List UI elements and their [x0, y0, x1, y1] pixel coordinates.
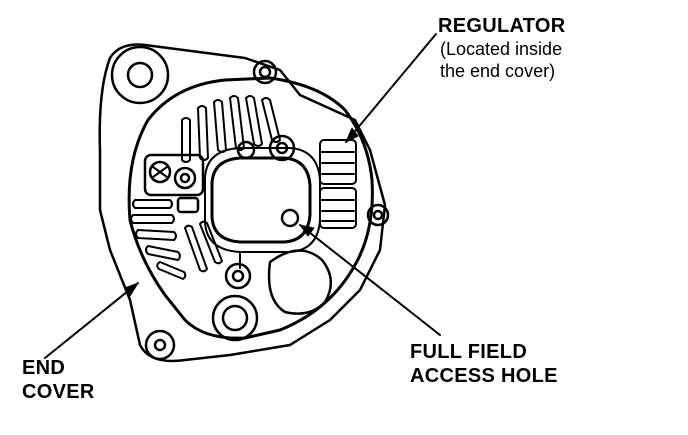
mounting-bracket	[98, 43, 387, 363]
full-field-label-line2: ACCESS HOLE	[410, 365, 558, 387]
mounting-ear-lower-hole	[153, 338, 167, 352]
top-bolt	[252, 59, 278, 85]
cover-bolt-upper	[268, 134, 296, 162]
bearing-boss	[211, 294, 259, 342]
terminal-l	[173, 166, 197, 190]
terminal-block	[143, 153, 205, 197]
mounting-ear-upper-hole	[126, 61, 154, 89]
regulator-note-line2: the end cover)	[440, 61, 556, 81]
end-cover-label-line2: COVER	[22, 381, 95, 403]
end-cover-label-line1: END	[22, 357, 66, 379]
mounting-ear-upper	[110, 45, 170, 105]
bottom-vents	[184, 220, 223, 273]
left-vents	[130, 199, 187, 280]
right-bolt	[366, 203, 390, 227]
cover-bolt-lower	[224, 262, 252, 290]
rear-boss	[267, 249, 332, 315]
full-field-label-line1: FULL FIELD	[410, 341, 528, 363]
end-cover-leader	[44, 282, 139, 359]
full-field-leader	[299, 224, 441, 336]
full-field-access-hole	[280, 208, 300, 228]
terminal-b	[148, 160, 172, 184]
mounting-ear-lower	[144, 329, 176, 361]
access-cover	[210, 156, 312, 244]
regulator-fins	[319, 139, 357, 229]
top-vents	[181, 95, 281, 163]
regulator-leader	[345, 33, 437, 143]
end-cover-body	[127, 76, 374, 340]
regulator-label: REGULATOR	[438, 15, 566, 37]
regulator-note-line1: (Located inside	[440, 39, 563, 59]
